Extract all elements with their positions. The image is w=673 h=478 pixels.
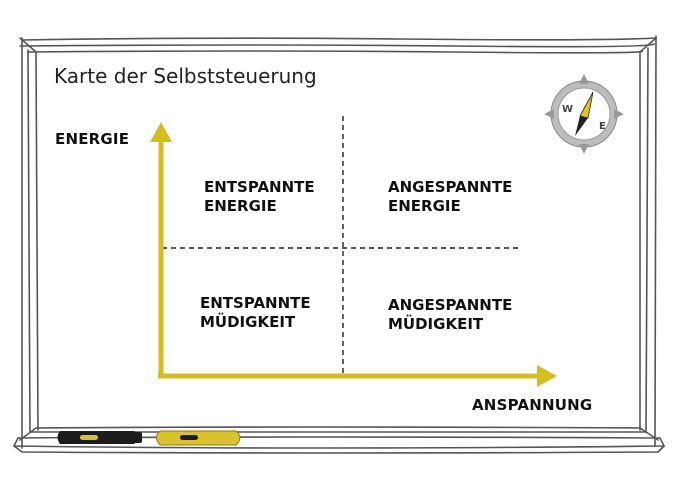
yellow-marker: [156, 430, 241, 446]
quadrant-top-right: ANGESPANNTE ENERGIE: [388, 178, 512, 216]
quadrant-bottom-left-line1: ENTSPANNTE: [200, 294, 311, 312]
quadrant-top-left-line1: ENTSPANNTE: [204, 178, 315, 196]
quadrant-bottom-left: ENTSPANNTE MÜDIGKEIT: [200, 294, 311, 332]
compass-icon: W E: [544, 74, 624, 154]
compass-needle-south: [575, 116, 588, 136]
quadrant-bottom-left-line2: MÜDIGKEIT: [200, 313, 296, 331]
y-axis: [150, 122, 172, 376]
quadrant-bottom-right-line2: MÜDIGKEIT: [388, 315, 484, 333]
page-title: Karte der Selbststeuerung: [54, 64, 317, 88]
compass-east-label: E: [599, 121, 606, 132]
quadrant-top-right-line1: ANGESPANNTE: [388, 178, 513, 196]
black-marker: [57, 431, 142, 444]
quadrant-top-left: ENTSPANNTE ENERGIE: [204, 178, 315, 216]
y-axis-label: ENERGIE: [55, 130, 130, 148]
quadrant-top-right-line2: ENERGIE: [388, 197, 461, 215]
compass-west-label: W: [562, 104, 573, 115]
x-axis: [158, 365, 557, 387]
quadrant-bottom-right-line1: ANGESPANNTE: [388, 296, 513, 314]
quadrant-bottom-right: ANGESPANNTE MÜDIGKEIT: [388, 296, 512, 334]
quadrant-top-left-line2: ENERGIE: [204, 197, 277, 215]
x-axis-label: ANSPANNUNG: [472, 396, 593, 414]
